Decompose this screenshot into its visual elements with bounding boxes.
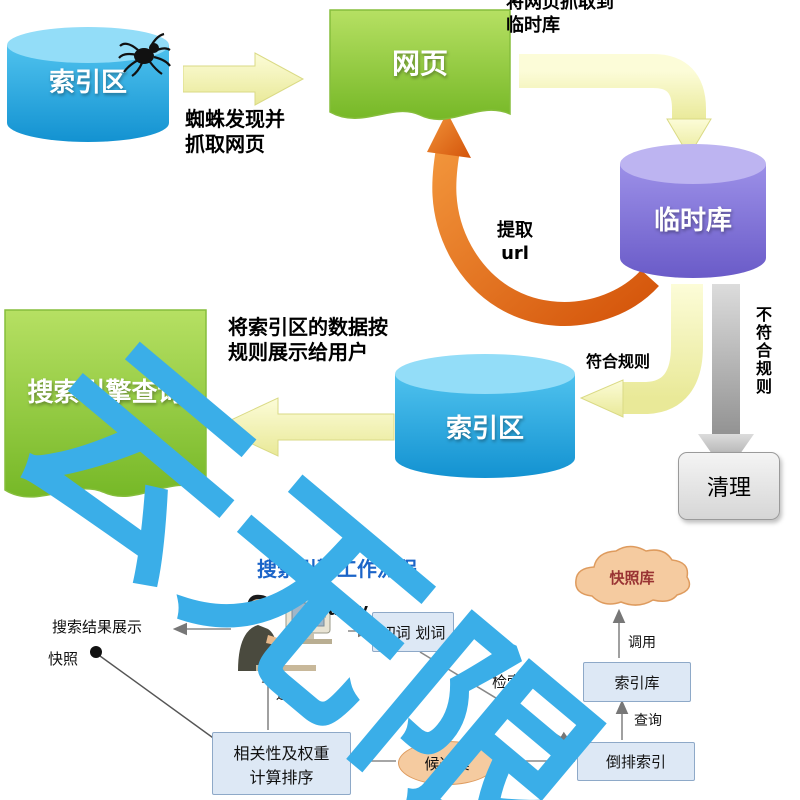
extract-note-line1: 提取 [497,220,533,241]
callout-dot [90,646,102,658]
index-db-cylinder [395,354,575,478]
snapshot-cloud [575,545,691,606]
index-db-label: 索引区 [445,414,524,444]
arrow-indexdb-to-query [214,397,395,457]
fetch-note: 将网页抓取到 临时库 [506,0,614,37]
arrow-tempdb-to-webpage [427,112,659,326]
ranking-line1: 相关性及权重 [233,743,330,763]
extract-note-line2: url [501,242,529,264]
candidate-set-ellipse: 候选集 [398,741,496,785]
fetch-note-line2: 临时库 [506,14,560,36]
lookup-note: 查询 [634,713,662,729]
crawl-note: 蜘蛛发现并 抓取网页 [185,107,285,157]
arrow-tempdb-to-indexdb [579,284,703,418]
serp-note: 搜索结果展示 [52,618,143,636]
retrieve-note: 检索 [492,673,523,691]
ranking-line2: 计算排序 [249,767,314,787]
indexlib-box: 索引库 [583,662,691,702]
nomatch-note: 不符合规则 [753,306,772,396]
clean-box: 清理 [678,452,780,520]
temp-db-cylinder [620,144,766,278]
query-text: Query [314,600,369,619]
display-note: 将索引区的数据按规则展示给用户 [228,315,388,364]
call-note: 调用 [628,635,656,651]
source-db-label: 索引区 [48,68,127,98]
clean-label: 清理 [706,476,751,501]
spider-icon [118,32,171,77]
return-note: 返回 [276,687,304,703]
crawl-note-line2: 抓取网页 [185,132,265,156]
snapshot-label: 快照库 [609,569,655,587]
indexlib-label: 索引库 [614,673,660,692]
bottom-title: 搜索引擎工作流程 [257,557,417,581]
bottom-connectors [90,608,629,768]
inverted-label: 倒排索引 [605,753,666,771]
webpage-label: 网页 [391,47,448,80]
extract-note: 提取 url [497,220,533,265]
candidate-label: 候选集 [424,754,470,773]
user-at-computer-icon [238,594,332,671]
snapshot-note: 快照 [48,650,79,668]
arrow-crawl-right [183,52,305,106]
query-doc-label: 搜索引擎查询 [27,378,184,408]
webpage-doc [329,9,511,121]
wordseg-label: 切词 划词 [380,623,446,642]
crawl-note-line1: 蜘蛛发现并 [185,107,285,131]
ranking-box: 相关性及权重 计算排序 [212,732,351,795]
inverted-index-box: 倒排索引 [577,742,695,781]
temp-db-label: 临时库 [653,206,732,236]
arrow-webpage-to-tempdb [519,54,712,157]
query-doc [4,309,207,498]
match-note: 符合规则 [586,352,651,371]
wordseg-box: 切词 划词 [372,612,454,652]
arrow-tempdb-to-clean [698,284,754,474]
fetch-note-line1: 将网页抓取到 [506,0,614,13]
